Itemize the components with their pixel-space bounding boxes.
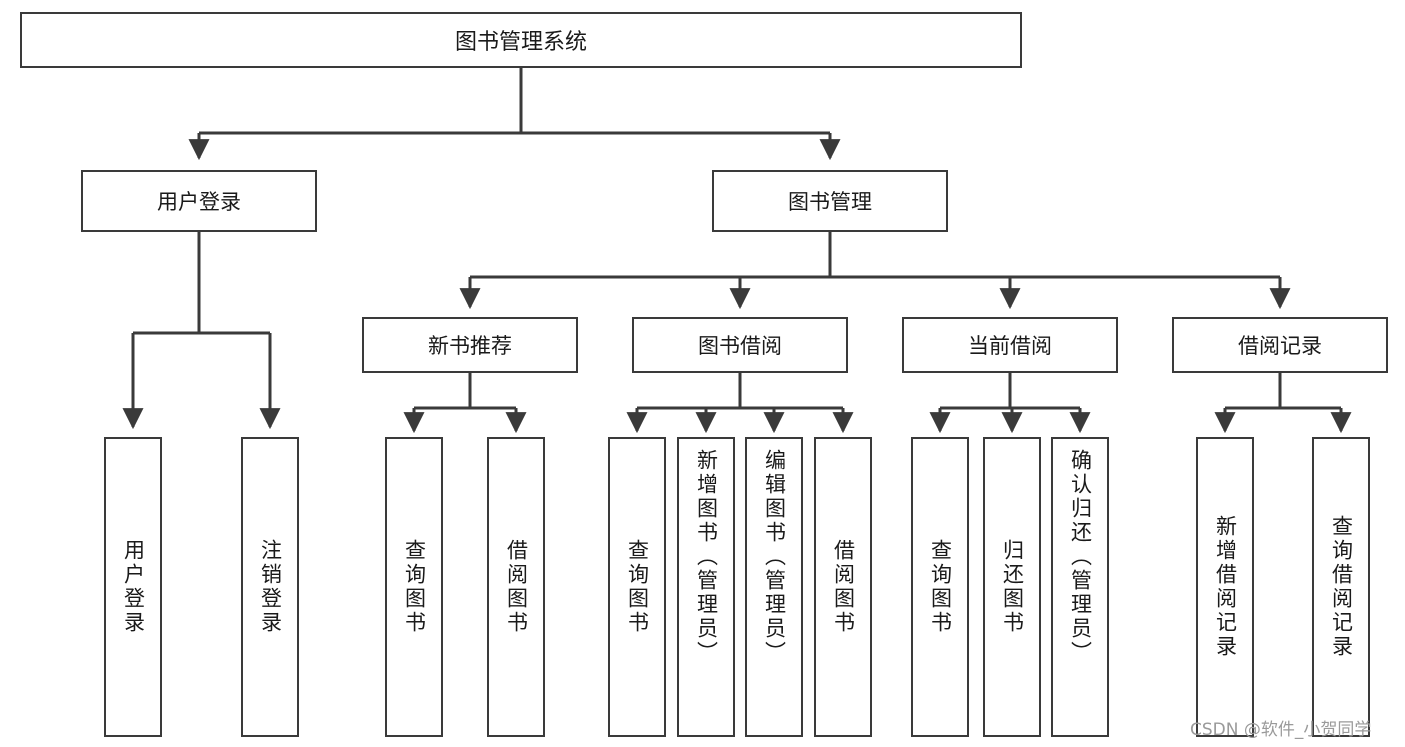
node-leaf-query-books-borrow[interactable]: 查询图书 <box>608 437 666 737</box>
node-label: 图书借阅 <box>698 334 782 358</box>
node-label: 新增图书（管理员） <box>694 449 719 665</box>
node-new-book-recommend[interactable]: 新书推荐 <box>362 317 578 373</box>
node-label: 当前借阅 <box>968 334 1052 358</box>
node-label: 编辑图书（管理员） <box>762 449 787 665</box>
node-label: 用户登录 <box>157 190 241 214</box>
node-label: 归还图书 <box>1000 539 1025 635</box>
node-leaf-query-books-current[interactable]: 查询图书 <box>911 437 969 737</box>
node-user-login[interactable]: 用户登录 <box>81 170 317 232</box>
node-label: 确认归还（管理员） <box>1068 449 1093 665</box>
node-label: 查询图书 <box>928 539 953 635</box>
node-leaf-return-book[interactable]: 归还图书 <box>983 437 1041 737</box>
node-leaf-user-login[interactable]: 用户登录 <box>104 437 162 737</box>
node-book-borrow[interactable]: 图书借阅 <box>632 317 848 373</box>
node-label: 借阅图书 <box>504 539 529 635</box>
node-label: 查询图书 <box>402 539 427 635</box>
node-label: 新增借阅记录 <box>1213 515 1238 659</box>
node-label: 图书管理 <box>788 190 872 214</box>
node-leaf-borrow-books-recommend[interactable]: 借阅图书 <box>487 437 545 737</box>
node-leaf-query-books-recommend[interactable]: 查询图书 <box>385 437 443 737</box>
node-label: 用户登录 <box>121 539 146 635</box>
node-leaf-add-book-admin[interactable]: 新增图书（管理员） <box>677 437 735 737</box>
node-label: 新书推荐 <box>428 334 512 358</box>
node-leaf-edit-book-admin[interactable]: 编辑图书（管理员） <box>745 437 803 737</box>
node-leaf-query-borrow-record[interactable]: 查询借阅记录 <box>1312 437 1370 737</box>
node-label: 查询借阅记录 <box>1329 515 1354 659</box>
node-label: 借阅记录 <box>1238 334 1322 358</box>
node-label: 注销登录 <box>258 539 283 635</box>
node-current-borrow[interactable]: 当前借阅 <box>902 317 1118 373</box>
node-leaf-user-logout[interactable]: 注销登录 <box>241 437 299 737</box>
node-label: 图书管理系统 <box>454 30 587 55</box>
node-label: 借阅图书 <box>831 539 856 635</box>
node-leaf-confirm-return-admin[interactable]: 确认归还（管理员） <box>1051 437 1109 737</box>
node-leaf-add-borrow-record[interactable]: 新增借阅记录 <box>1196 437 1254 737</box>
node-root-system[interactable]: 图书管理系统 <box>20 12 1022 68</box>
node-leaf-borrow-book[interactable]: 借阅图书 <box>814 437 872 737</box>
csdn-watermark: CSDN @软件_小贺同学 <box>1190 720 1372 740</box>
node-borrow-record[interactable]: 借阅记录 <box>1172 317 1388 373</box>
node-book-management[interactable]: 图书管理 <box>712 170 948 232</box>
node-label: 查询图书 <box>625 539 650 635</box>
